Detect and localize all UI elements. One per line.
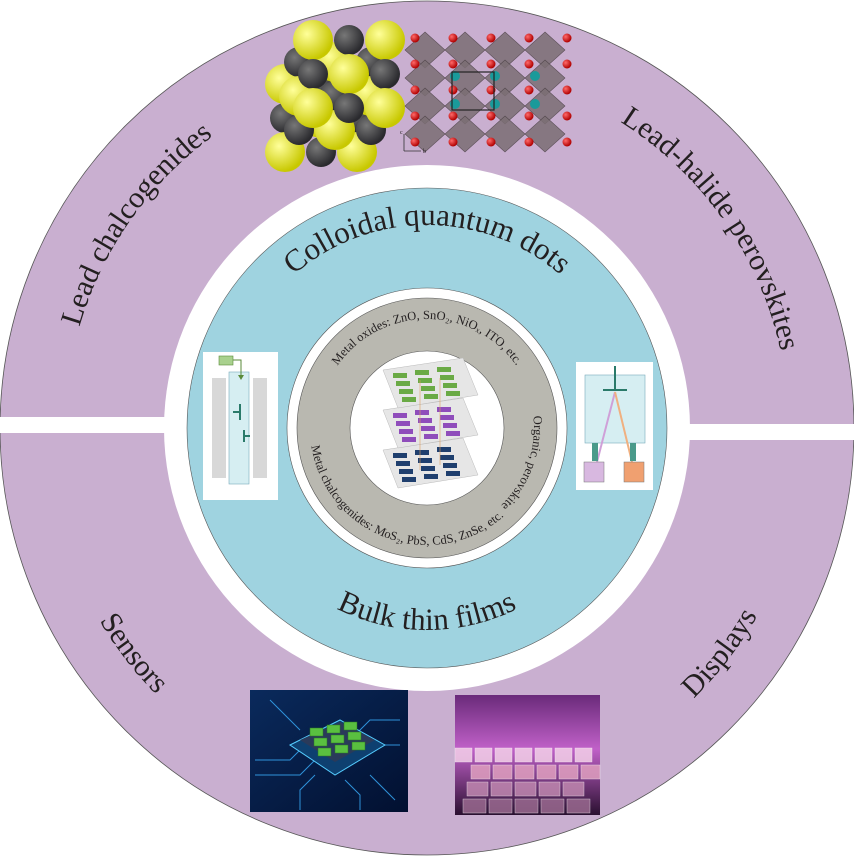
thin-film-deposition-device-image	[576, 362, 653, 490]
divider-left	[0, 417, 166, 433]
axis-c-label: c	[400, 130, 403, 136]
axis-b-label: b	[423, 149, 426, 155]
colloidal-deposition-device-image	[203, 352, 278, 500]
perovskite-lattice-image	[404, 31, 572, 153]
axis-indicator: c b	[400, 130, 426, 155]
stacked-layers-image	[382, 357, 479, 489]
sensor-chip-image	[250, 690, 408, 812]
lead-chalcogenide-crystal-image	[265, 20, 405, 172]
display-panel-image	[454, 695, 601, 815]
divider-right	[688, 424, 854, 440]
